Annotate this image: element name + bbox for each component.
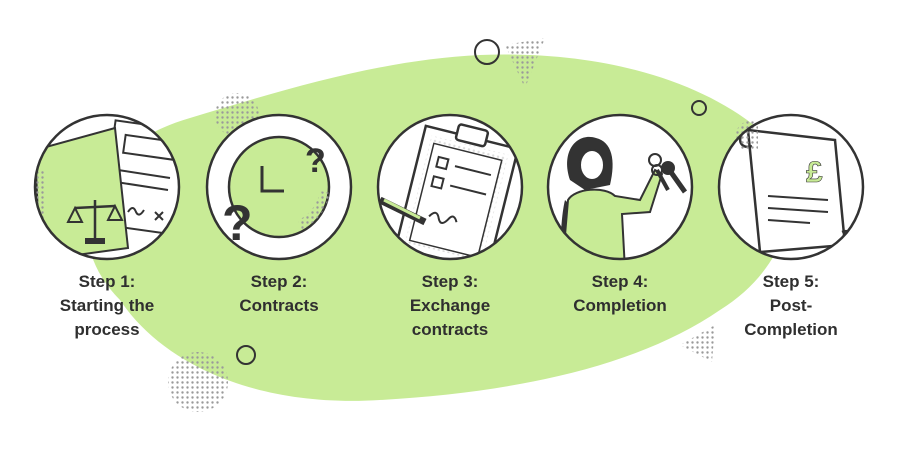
step-4-label: Step 4: Completion bbox=[545, 270, 695, 318]
outline-circle-decoration bbox=[474, 39, 500, 65]
step-2-illustration: ? ? bbox=[205, 113, 353, 261]
step-5-illustration: £ bbox=[717, 113, 865, 261]
person-holding-keys-icon bbox=[560, 136, 688, 259]
step-number: Step 1: bbox=[78, 272, 136, 291]
step-number: Step 4: bbox=[591, 272, 649, 291]
step-title-line: contracts bbox=[411, 320, 489, 339]
svg-text:£: £ bbox=[806, 156, 823, 189]
dotted-triangle-decoration bbox=[680, 325, 715, 362]
step-title-line: Starting the bbox=[59, 296, 155, 315]
clipboard-signing-icon bbox=[378, 123, 520, 259]
step-number: Step 5: bbox=[762, 272, 820, 291]
step-title-line: Completion bbox=[744, 320, 838, 339]
step-title-line: process bbox=[74, 320, 140, 339]
step-title-line: Contracts bbox=[239, 296, 319, 315]
step-number: Step 2: bbox=[250, 272, 308, 291]
step-3-illustration bbox=[376, 113, 524, 261]
step-title-line: Exchange bbox=[409, 296, 491, 315]
step-1-illustration bbox=[33, 113, 181, 261]
dotted-triangle-decoration bbox=[505, 38, 545, 88]
step-title-line: Post- bbox=[769, 296, 813, 315]
step-2-label: Step 2: Contracts bbox=[204, 270, 354, 318]
pound-document-icon: £ bbox=[738, 126, 853, 254]
step-3-label: Step 3: Exchange contracts bbox=[375, 270, 525, 342]
outline-circle-decoration bbox=[236, 345, 256, 365]
dotted-circle-decoration bbox=[168, 352, 228, 412]
outline-circle-decoration bbox=[691, 100, 707, 116]
step-number: Step 3: bbox=[421, 272, 479, 291]
svg-text:?: ? bbox=[305, 142, 326, 180]
step-1-label: Step 1: Starting the process bbox=[32, 270, 182, 342]
step-title-line: Completion bbox=[573, 296, 667, 315]
step-4-illustration bbox=[546, 113, 694, 261]
step-5-label: Step 5: Post- Completion bbox=[716, 270, 866, 342]
